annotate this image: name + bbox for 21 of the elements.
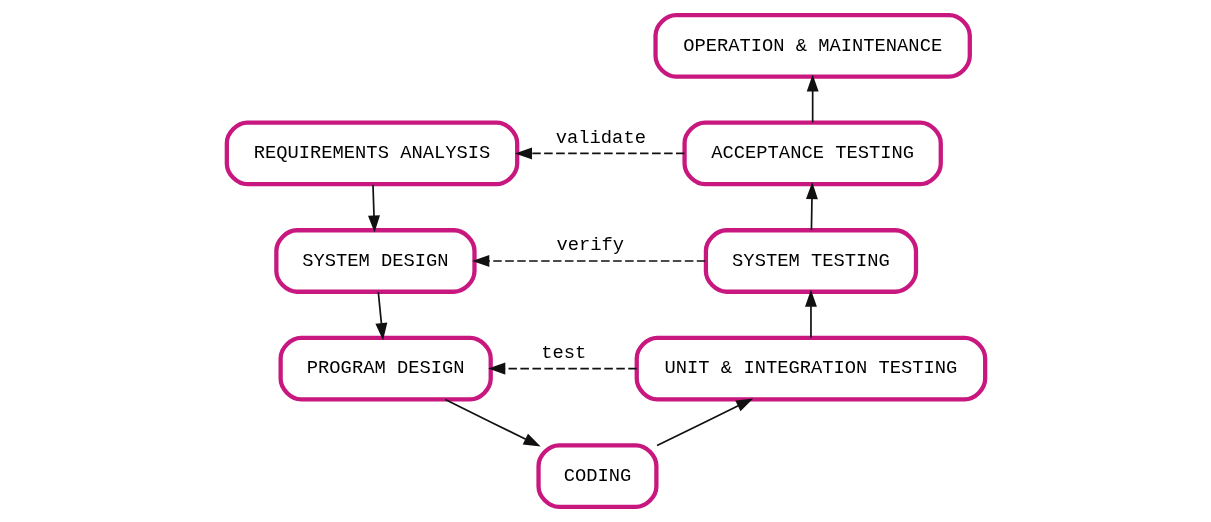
- node-box: SYSTEM TESTING: [703, 228, 918, 294]
- node-box: PROGRAM DESIGN: [278, 335, 493, 402]
- edge-label: verify: [555, 234, 624, 257]
- node-box: REQUIREMENTS ANALYSIS: [224, 120, 519, 187]
- node-box: ACCEPTANCE TESTING: [681, 120, 943, 187]
- arrow: [514, 147, 685, 160]
- node-box: CODING: [535, 443, 658, 510]
- arrow: [487, 362, 638, 375]
- node-box: SYSTEM DESIGN: [273, 228, 477, 294]
- node-box: OPERATION & MAINTENANCE: [652, 12, 972, 79]
- arrow: [806, 74, 819, 124]
- arrow: [655, 398, 753, 447]
- node-box: UNIT & INTEGRATION TESTING: [634, 335, 987, 402]
- arrow: [804, 289, 817, 339]
- edge-label: validate: [555, 126, 646, 149]
- arrow: [471, 255, 706, 267]
- edge-label: test: [540, 342, 586, 365]
- arrow: [805, 182, 818, 231]
- arrow: [367, 183, 380, 233]
- arrow: [374, 291, 387, 341]
- arrow: [443, 398, 541, 447]
